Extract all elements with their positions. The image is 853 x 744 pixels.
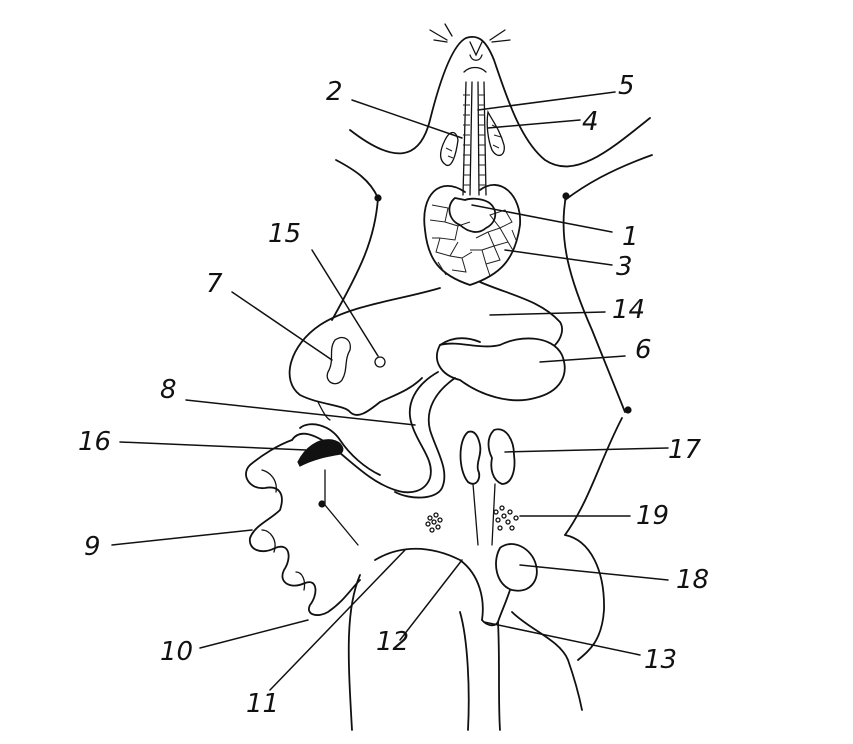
gall-bladder (326, 336, 351, 385)
label-2: 2 (326, 77, 343, 107)
label-8: 8 (160, 375, 177, 405)
label-13: 13 (644, 645, 677, 675)
label-17: 17 (668, 435, 702, 465)
bladder (495, 543, 538, 592)
pancreas-mark (318, 469, 359, 546)
head-outline (335, 23, 653, 201)
label-16: 16 (78, 427, 111, 457)
label-1: 1 (622, 222, 639, 252)
liver (288, 281, 563, 421)
label-11: 11 (246, 689, 279, 719)
label-15: 15 (268, 219, 301, 249)
label-6: 6 (635, 335, 652, 365)
intestine-loop (291, 371, 456, 499)
dot-cluster-right (493, 505, 519, 531)
dot-cluster-left (425, 512, 443, 533)
leader-lines (111, 91, 669, 691)
label-12: 12 (376, 627, 409, 657)
label-5: 5 (618, 71, 635, 101)
label-19: 19 (636, 501, 669, 531)
label-7: 7 (206, 269, 223, 299)
kidneys (459, 428, 516, 546)
body-wall (331, 192, 632, 536)
label-4: 4 (582, 107, 599, 137)
labels: 1 2 3 4 5 6 7 8 9 10 11 12 13 14 15 16 1… (78, 71, 709, 719)
label-18: 18 (676, 565, 709, 595)
label-9: 9 (84, 532, 101, 562)
stomach (436, 337, 566, 402)
small-node (374, 356, 386, 368)
coiled-intestine (245, 423, 381, 616)
lungs (423, 184, 521, 286)
spleen (297, 439, 344, 467)
label-14: 14 (612, 295, 645, 325)
hind-legs (347, 534, 605, 731)
trachea-tubes (462, 81, 487, 196)
label-3: 3 (616, 252, 633, 282)
label-10: 10 (160, 637, 193, 667)
thyroid-lobes (439, 109, 505, 167)
heart (448, 197, 497, 233)
